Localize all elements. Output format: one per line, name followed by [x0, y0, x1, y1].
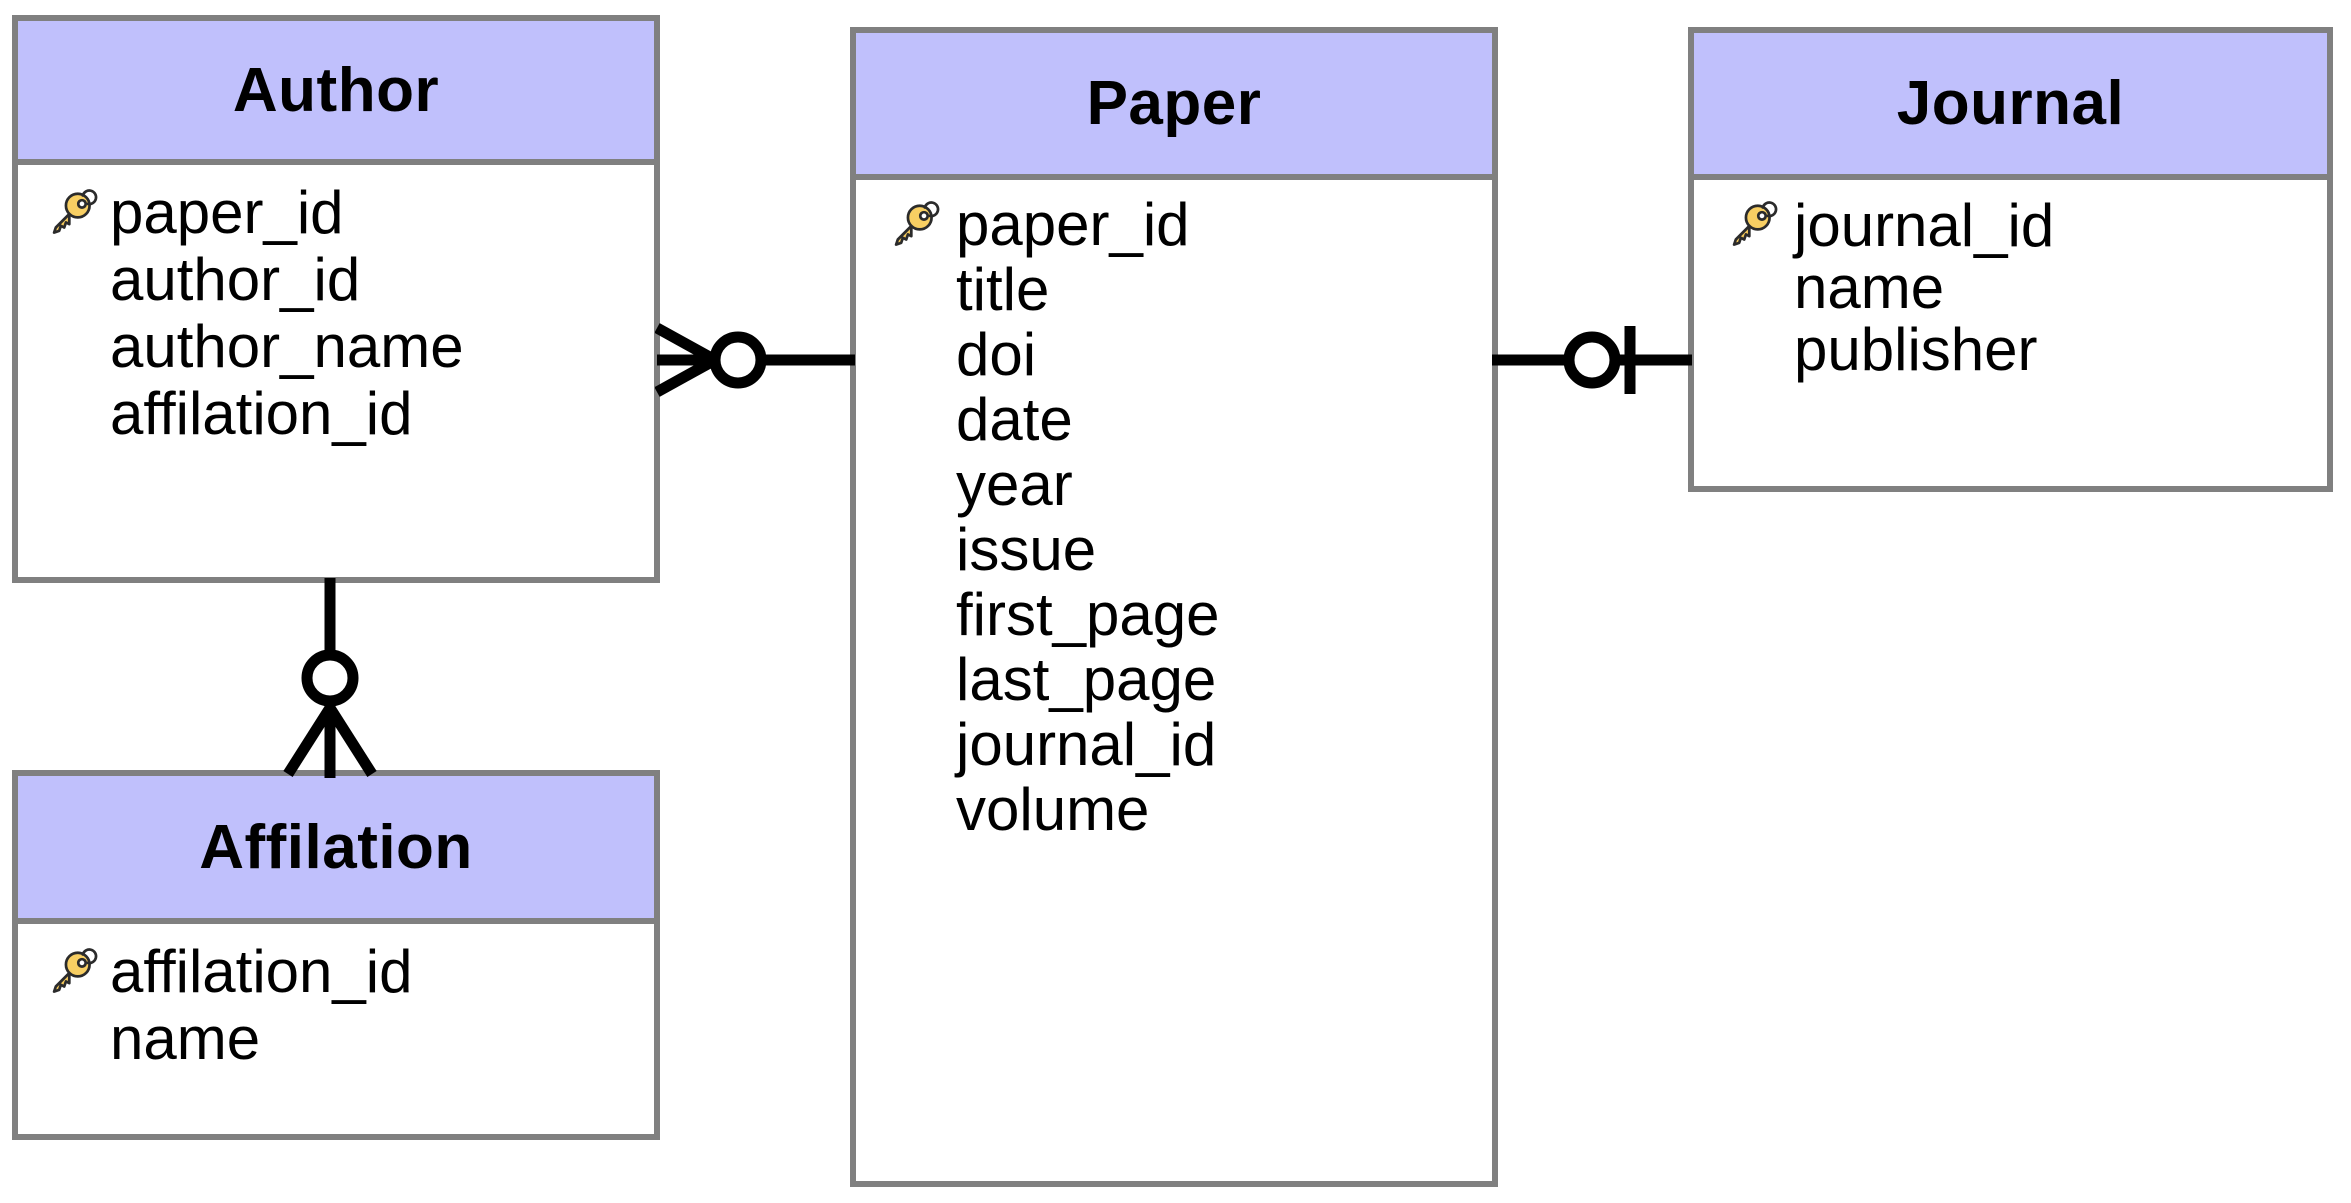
attribute-label: paper_id	[110, 179, 344, 246]
primary-key-icon	[1724, 198, 1778, 252]
attribute-row-paper-id: paper_id	[18, 179, 654, 246]
attribute-label: issue	[956, 516, 1097, 583]
attribute-label: first_page	[956, 581, 1220, 648]
attribute-row-author-name: author_name	[18, 313, 654, 380]
attribute-label: journal_id	[956, 711, 1217, 778]
entity-paper-attributes: paper_id title doi date year issue first…	[856, 180, 1492, 843]
attribute-row-affilation-id: affilation_id	[18, 380, 654, 447]
attribute-row-last-page: last_page	[856, 646, 1492, 713]
attribute-row-affilation-id: affilation_id	[18, 938, 654, 1005]
relationship-author-paper[interactable]	[654, 300, 855, 420]
entity-paper-title: Paper	[856, 33, 1492, 180]
attribute-label: last_page	[956, 646, 1217, 713]
attribute-row-date: date	[856, 386, 1492, 453]
entity-affilation-title: Affilation	[18, 776, 654, 924]
attribute-row-name: name	[1694, 254, 2327, 321]
attribute-label: publisher	[1794, 315, 2038, 383]
entity-affilation[interactable]: Affilation affilation_id name	[12, 770, 660, 1140]
attribute-row-publisher: publisher	[1694, 316, 2327, 383]
attribute-label: author_name	[110, 313, 464, 380]
attribute-row-issue: issue	[856, 516, 1492, 583]
attribute-row-doi: doi	[856, 321, 1492, 388]
attribute-label: author_id	[110, 246, 361, 313]
attribute-label: name	[1794, 253, 1945, 321]
attribute-label: affilation_id	[110, 380, 413, 447]
entity-journal[interactable]: Journal journal_id name	[1688, 27, 2333, 492]
cardinality-zero-circle	[709, 331, 767, 389]
relationship-author-affilation[interactable]	[270, 578, 390, 778]
attribute-row-first-page: first_page	[856, 581, 1492, 648]
attribute-row-author-id: author_id	[18, 246, 654, 313]
attribute-label: journal_id	[1794, 191, 2055, 259]
attribute-row-name: name	[18, 1005, 654, 1072]
entity-journal-attributes: journal_id name publisher	[1694, 180, 2327, 383]
primary-key-icon	[44, 945, 98, 999]
primary-key-icon	[44, 186, 98, 240]
relationship-paper-journal[interactable]	[1492, 300, 1692, 420]
attribute-label: year	[956, 451, 1073, 518]
attribute-label: doi	[956, 321, 1037, 388]
attribute-row-paper-id: paper_id	[856, 191, 1492, 258]
primary-key-icon	[886, 198, 940, 252]
entity-author[interactable]: Author paper_id author_id	[12, 15, 660, 583]
attribute-row-journal-id: journal_id	[1694, 192, 2327, 259]
attribute-label: title	[956, 256, 1050, 323]
cardinality-zero-circle	[1563, 331, 1621, 389]
cardinality-zero-circle	[301, 649, 359, 707]
attribute-row-year: year	[856, 451, 1492, 518]
attribute-label: date	[956, 386, 1073, 453]
entity-author-title: Author	[18, 21, 654, 165]
entity-affilation-attributes: affilation_id name	[18, 924, 654, 1072]
attribute-label: volume	[956, 776, 1150, 843]
entity-paper[interactable]: Paper paper_id title	[850, 27, 1498, 1187]
entity-author-attributes: paper_id author_id author_name affilatio…	[18, 165, 654, 447]
entity-journal-title: Journal	[1694, 33, 2327, 180]
attribute-row-journal-id: journal_id	[856, 711, 1492, 778]
attribute-row-volume: volume	[856, 776, 1492, 843]
attribute-label: name	[110, 1005, 261, 1072]
attribute-label: affilation_id	[110, 938, 413, 1005]
attribute-row-title: title	[856, 256, 1492, 323]
attribute-label: paper_id	[956, 191, 1190, 258]
